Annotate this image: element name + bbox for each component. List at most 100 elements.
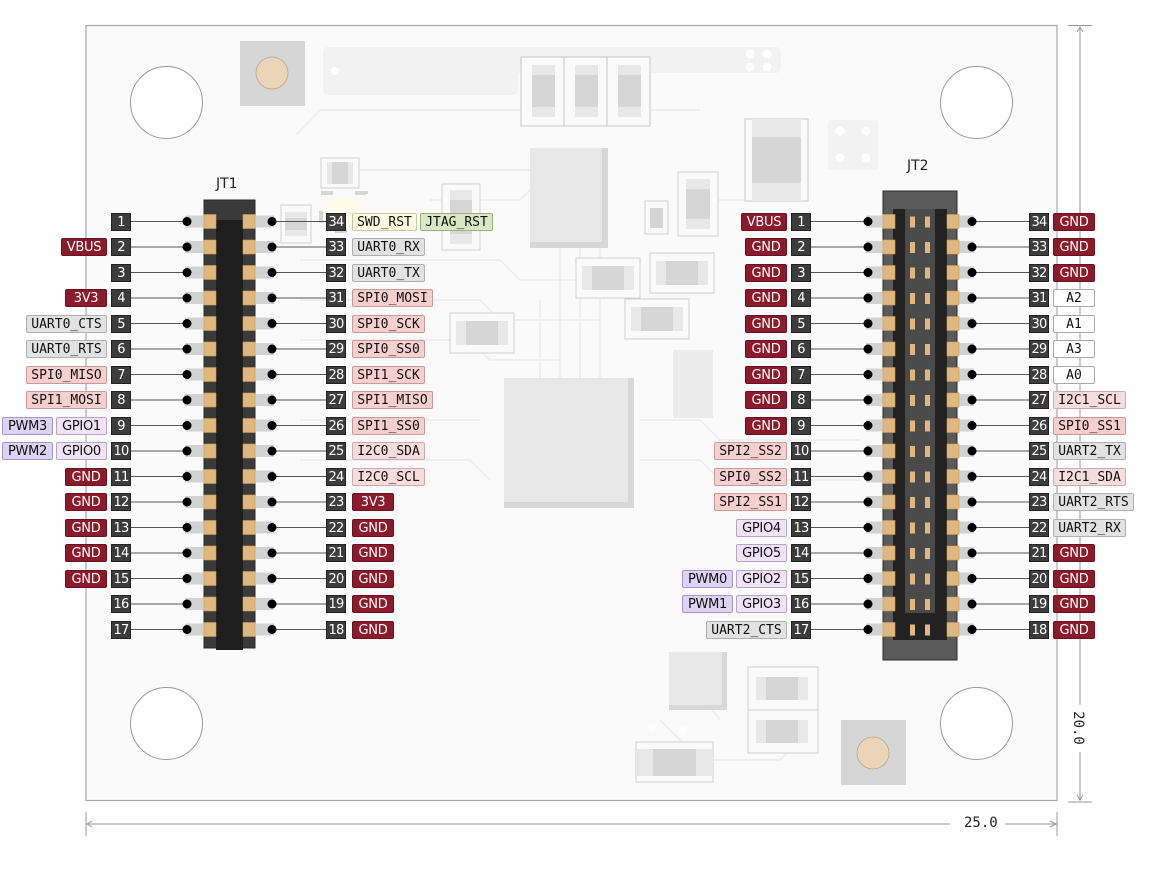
pin-number: 15: [791, 569, 811, 588]
pin-number: 25: [326, 442, 346, 460]
pin-number: 31: [326, 289, 346, 307]
pin-dot: [967, 319, 977, 328]
pin-label-power: GND: [65, 467, 107, 486]
gold-pad: [946, 520, 960, 535]
gold-pad: [203, 571, 217, 586]
inner-contact: [925, 599, 930, 610]
pin-label-analog: A0: [1053, 365, 1095, 384]
pin-dot: [267, 268, 277, 277]
connector-title-jt2: JT2: [907, 158, 929, 174]
gold-pad: [882, 469, 896, 484]
pin-number: 3: [791, 263, 811, 282]
gold-pad: [242, 341, 256, 357]
inner-contact: [910, 344, 915, 355]
pin-label-pwm: PWM2: [2, 442, 53, 460]
pin-label-power: GND: [745, 263, 787, 282]
pin-dot: [967, 268, 977, 277]
pin-number: 3: [111, 263, 131, 282]
gold-pad: [242, 239, 256, 255]
pin-dot: [967, 395, 977, 405]
pin-dot: [267, 574, 277, 583]
inner-contact: [910, 624, 915, 636]
pin-dot: [267, 472, 277, 481]
pin-label-gpio: GPIO1: [56, 416, 107, 435]
pin-dot: [863, 370, 873, 379]
pin-number: 22: [326, 518, 346, 537]
inner-contact: [925, 242, 930, 253]
pin-number: 13: [791, 518, 811, 537]
inner-contact: [910, 216, 915, 228]
gold-pad: [242, 622, 256, 637]
gold-pad: [946, 392, 960, 408]
gold-pad: [946, 367, 960, 382]
pin-number: 5: [111, 314, 131, 333]
inner-contact: [910, 293, 915, 304]
pin-dot: [863, 293, 873, 303]
connector-slot: [216, 220, 243, 650]
pin-label-spi: SPI1_SCK: [352, 365, 425, 384]
pin-dot: [267, 446, 277, 456]
pin-dot: [863, 344, 873, 354]
pin-number: 11: [791, 467, 811, 486]
pin-number: 23: [326, 493, 346, 511]
pin-number: 21: [1029, 544, 1049, 562]
pin-dot: [863, 268, 873, 277]
pin-label-uart: UART2_CTS: [706, 620, 787, 639]
via-pad: [828, 120, 878, 170]
pin-dot: [967, 625, 977, 634]
gold-pad: [203, 239, 217, 255]
pin-label-spi: SPI1_SS0: [352, 416, 425, 435]
pin-label-i2c: I2C0_SDA: [352, 442, 425, 460]
gold-pad: [242, 290, 256, 306]
pin-label-uart: UART2_RTS: [1053, 493, 1134, 511]
gold-pad: [203, 418, 217, 433]
pin-dot: [967, 497, 977, 507]
pin-label-spi: SPI2_SS2: [714, 442, 787, 460]
inner-contact: [925, 395, 930, 406]
pin-number: 27: [326, 391, 346, 409]
pin-dot: [863, 497, 873, 507]
pin-dot: [863, 523, 873, 532]
gold-pad: [946, 341, 960, 357]
inner-contact: [925, 471, 930, 483]
gold-pad: [203, 545, 217, 561]
gold-pad: [203, 392, 217, 408]
pin-number: 14: [111, 544, 131, 562]
gold-pad: [242, 545, 256, 561]
pin-label-spi: SPI2_SS1: [714, 493, 787, 511]
mounting-hole: [130, 687, 203, 760]
gold-pad: [203, 596, 217, 612]
pin-label-power: 3V3: [352, 493, 394, 511]
pin-label-i2c: I2C1_SDA: [1053, 467, 1126, 486]
via: [745, 62, 755, 72]
pin-dot: [267, 319, 277, 328]
pin-dot: [182, 319, 192, 328]
inner-contact: [910, 395, 915, 406]
pin-label-uart: UART0_RTS: [26, 340, 107, 358]
gold-pad: [946, 316, 960, 331]
gold-pad: [203, 290, 217, 306]
inner-contact: [910, 573, 915, 585]
pin-dot: [967, 217, 977, 226]
pin-dot: [182, 217, 192, 226]
gold-pad: [882, 494, 896, 510]
gold-pad: [203, 622, 217, 637]
gold-pad: [946, 596, 960, 612]
pin-dot: [182, 497, 192, 507]
pin-dot: [267, 217, 277, 226]
inner-contact: [925, 369, 930, 381]
pin-label-power: GND: [745, 289, 787, 307]
inner-contact: [910, 599, 915, 610]
inner-contact: [910, 548, 915, 559]
mounting-hole: [940, 66, 1013, 139]
gold-pad: [882, 290, 896, 306]
gold-pad: [946, 469, 960, 484]
pin-label-i2c: I2C0_SCL: [352, 467, 425, 486]
gold-pad: [203, 469, 217, 484]
gold-pad: [242, 571, 256, 586]
pin-number: 33: [326, 238, 346, 256]
mcu-chip: [504, 378, 634, 508]
pin-dot: [267, 370, 277, 379]
pin-label-power: GND: [745, 365, 787, 384]
pin-number: 11: [111, 467, 131, 486]
